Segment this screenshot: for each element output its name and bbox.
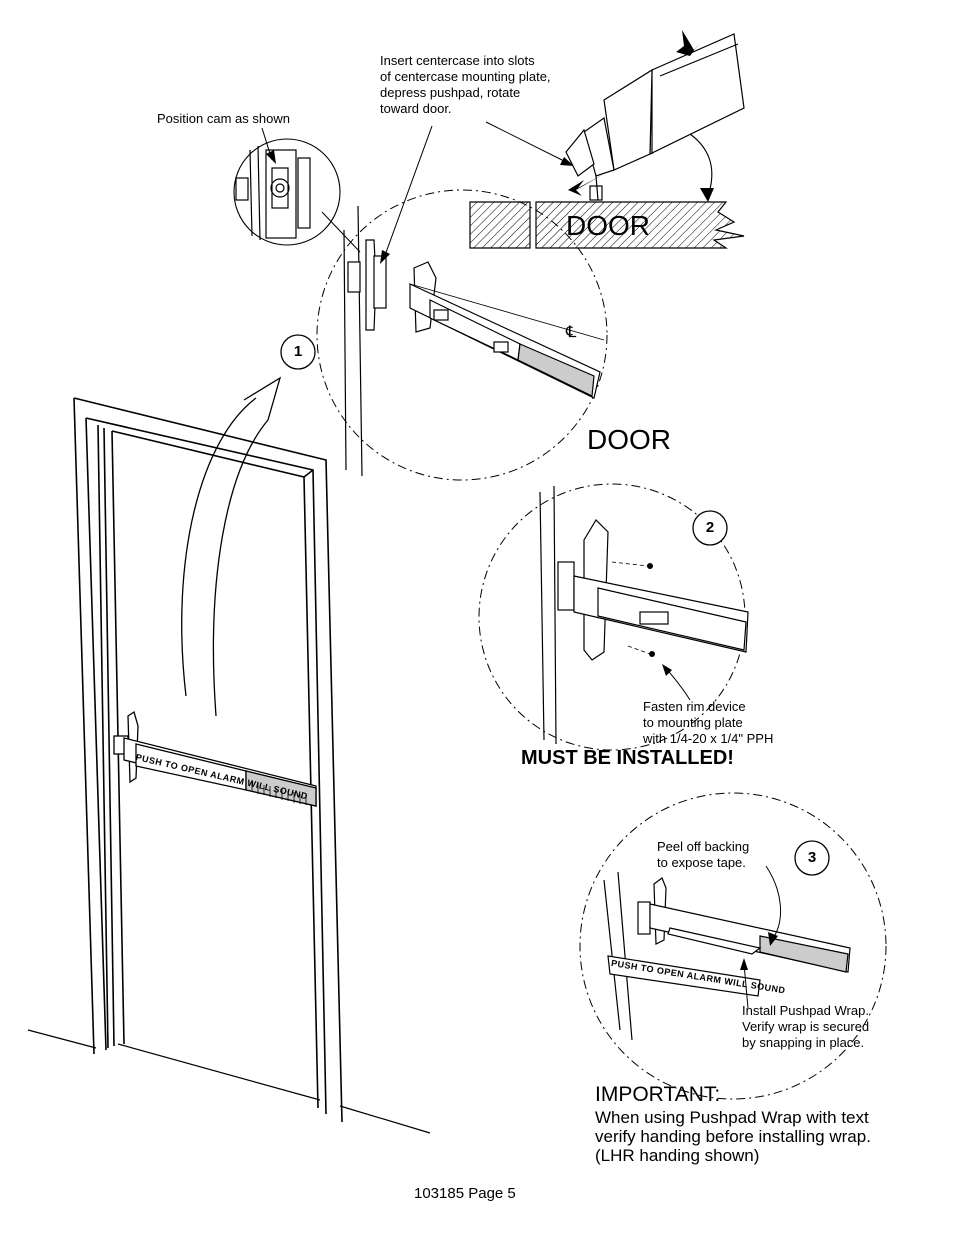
important-text: When using Pushpad Wrap with text verify… bbox=[595, 1108, 871, 1165]
step1-number: 1 bbox=[293, 343, 303, 360]
step1-badge-circle bbox=[280, 334, 316, 370]
rotate-arrow bbox=[689, 133, 713, 197]
install-wrap-note: Install Pushpad Wrap. Verify wrap is sec… bbox=[742, 1003, 869, 1051]
wrap-line-3: by snapping in place. bbox=[742, 1035, 865, 1050]
wrap-line-1: Install Pushpad Wrap. bbox=[742, 1003, 869, 1018]
position-cam-note: Position cam as shown bbox=[157, 111, 290, 126]
rotating-device bbox=[565, 33, 745, 201]
step2-detail bbox=[478, 483, 749, 751]
important-line-1: When using Pushpad Wrap with text bbox=[595, 1108, 869, 1127]
insert-line-3: depress pushpad, rotate bbox=[380, 85, 521, 100]
important-heading: IMPORTANT: bbox=[595, 1083, 721, 1106]
important-line-2: verify handing before installing wrap. bbox=[595, 1127, 871, 1146]
floor-lines bbox=[27, 1029, 431, 1134]
cam-to-plate-line bbox=[321, 211, 361, 253]
wrap-leader bbox=[743, 963, 749, 1009]
door-section-top bbox=[469, 201, 745, 249]
fasten-line-1: Fasten rim device bbox=[643, 699, 746, 714]
insert-line-2: of centercase mounting plate, bbox=[380, 69, 551, 84]
fasten-leader bbox=[665, 667, 691, 701]
centerline-symbol: ℄ bbox=[565, 324, 577, 341]
rotation-arrow bbox=[181, 376, 282, 717]
insert-arrowhead bbox=[380, 250, 390, 264]
peel-backing-note: Peel off backing to expose tape. bbox=[657, 839, 749, 871]
door-label-mid: DOOR bbox=[587, 424, 671, 455]
rotate-arrowhead bbox=[700, 188, 714, 202]
step3-detail bbox=[579, 792, 887, 1100]
step1-detail: ℄ bbox=[316, 189, 608, 481]
exit-device-main bbox=[113, 710, 317, 807]
insert-line-1: Insert centercase into slots bbox=[380, 53, 535, 68]
must-install-warning: MUST BE INSTALLED! bbox=[521, 747, 734, 769]
step2-badge-circle bbox=[692, 510, 728, 546]
wrap-arrowhead bbox=[740, 958, 748, 970]
fasten-arrowhead bbox=[662, 664, 672, 676]
insert-leader-2 bbox=[485, 121, 567, 163]
wrap-line-2: Verify wrap is secured bbox=[742, 1019, 870, 1034]
push-arrow bbox=[676, 30, 700, 56]
insert-arrowhead-2 bbox=[560, 157, 574, 166]
step2-number: 2 bbox=[705, 519, 715, 536]
peel-line-1: Peel off backing bbox=[657, 839, 750, 854]
important-line-3: (LHR handing shown) bbox=[595, 1146, 760, 1165]
peel-line-2: to expose tape. bbox=[657, 855, 746, 870]
insert-leader bbox=[383, 125, 433, 259]
cam-arrowhead bbox=[266, 150, 276, 164]
insert-line-4: toward door. bbox=[380, 101, 452, 116]
step3-badge-circle bbox=[794, 840, 830, 876]
fasten-line-3: with 1/4-20 x 1/4" PPH bbox=[643, 731, 774, 746]
insert-centercase-note: Insert centercase into slots of centerca… bbox=[380, 53, 551, 117]
door-frame bbox=[73, 397, 343, 1123]
fasten-line-2: to mounting plate bbox=[643, 715, 743, 730]
door-label-top: DOOR bbox=[566, 210, 650, 241]
fasten-rim-note: Fasten rim device to mounting plate with… bbox=[643, 699, 773, 747]
cam-detail-circle bbox=[233, 138, 341, 246]
page-footer: 103185 Page 5 bbox=[414, 1185, 516, 1202]
step3-number: 3 bbox=[807, 849, 817, 866]
